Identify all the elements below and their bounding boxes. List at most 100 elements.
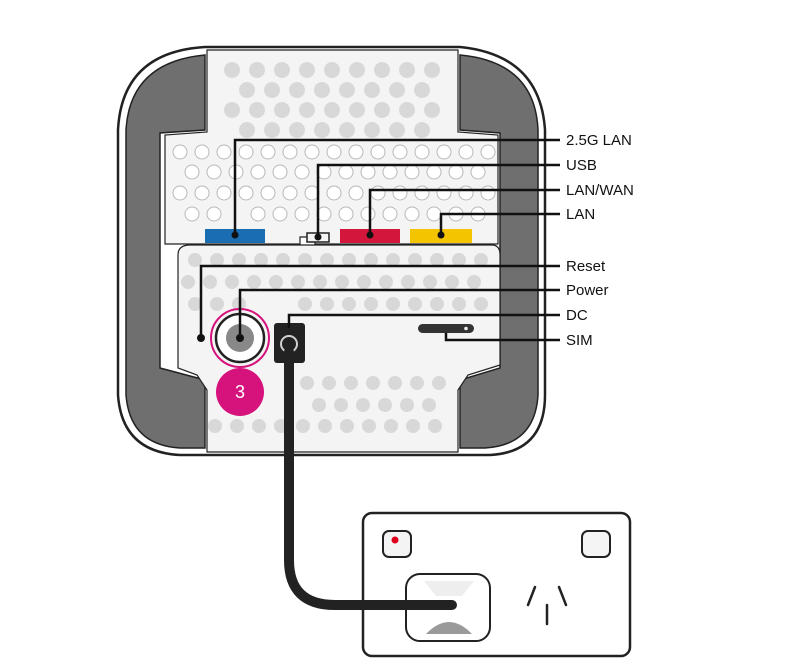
- label-sim: SIM: [566, 332, 593, 349]
- vent-hole: [389, 82, 405, 98]
- vent-hole: [408, 253, 422, 267]
- vent-hole: [188, 253, 202, 267]
- vent-hole: [392, 185, 408, 201]
- vent-hole: [300, 376, 314, 390]
- vent-hole: [312, 398, 326, 412]
- vent-hole: [206, 164, 222, 180]
- vent-hole: [428, 419, 442, 433]
- vent-hole: [414, 144, 430, 160]
- vent-hole: [324, 62, 340, 78]
- vent-hole: [401, 275, 415, 289]
- leader-lines: [199, 138, 560, 342]
- label-reset: Reset: [566, 258, 606, 275]
- vent-hole: [172, 185, 188, 201]
- vent-hole: [326, 185, 342, 201]
- vent-hole: [282, 185, 298, 201]
- vent-hole: [399, 62, 415, 78]
- vent-hole: [436, 185, 452, 201]
- vent-hole: [430, 297, 444, 311]
- vent-hole: [408, 297, 422, 311]
- vent-hole: [335, 275, 349, 289]
- vent-hole: [334, 398, 348, 412]
- vent-hole: [357, 275, 371, 289]
- power-switch-icon[interactable]: [382, 530, 412, 558]
- vent-hole: [470, 164, 486, 180]
- vent-hole: [379, 275, 393, 289]
- label-usb: USB: [566, 157, 597, 174]
- vent-hole: [338, 164, 354, 180]
- power-outlet-icon: [361, 511, 632, 658]
- router-right-grip: [459, 54, 539, 449]
- vent-hole: [370, 185, 386, 201]
- vent-hole: [399, 102, 415, 118]
- power-cable: [284, 347, 457, 610]
- vent-hole: [452, 253, 466, 267]
- vent-hole: [269, 275, 283, 289]
- vent-hole: [252, 419, 266, 433]
- step-number: 3: [235, 382, 245, 402]
- vent-hole: [424, 62, 440, 78]
- vent-hole: [448, 164, 464, 180]
- step-badge: 3: [216, 368, 264, 416]
- label-power: Power: [566, 282, 609, 299]
- vent-hole: [282, 144, 298, 160]
- sim-slot-icon[interactable]: [418, 324, 474, 333]
- vent-hole: [364, 253, 378, 267]
- vent-hole: [238, 185, 254, 201]
- vent-hole: [386, 253, 400, 267]
- vent-hole: [264, 122, 280, 138]
- vent-hole: [458, 144, 474, 160]
- vent-hole: [260, 144, 276, 160]
- vent-hole: [304, 144, 320, 160]
- vent-hole: [339, 82, 355, 98]
- vent-hole: [247, 275, 261, 289]
- vent-hole: [348, 185, 364, 201]
- label-2-5g-lan: 2.5G LAN: [566, 132, 632, 149]
- vent-hole: [184, 164, 200, 180]
- vent-hole: [389, 122, 405, 138]
- vent-hole: [474, 253, 488, 267]
- vent-hole: [188, 297, 202, 311]
- power-switch-icon[interactable]: [581, 530, 611, 558]
- vent-hole: [414, 185, 430, 201]
- vent-hole: [392, 144, 408, 160]
- leader-dots: [231, 231, 445, 241]
- vent-hole: [326, 144, 342, 160]
- vent-hole: [467, 275, 481, 289]
- vent-hole: [299, 102, 315, 118]
- vent-hole: [426, 164, 442, 180]
- vent-hole: [264, 82, 280, 98]
- vent-hole: [294, 164, 310, 180]
- vent-hole: [388, 376, 402, 390]
- vent-hole: [426, 206, 442, 222]
- vent-hole: [320, 253, 334, 267]
- vent-hole: [386, 297, 400, 311]
- vent-hole: [232, 253, 246, 267]
- vent-hole: [414, 82, 430, 98]
- vent-hole: [225, 275, 239, 289]
- plug-bottom-shape: [426, 622, 472, 634]
- vent-hole: [294, 206, 310, 222]
- router-body: [116, 45, 547, 457]
- vent-hole: [291, 275, 305, 289]
- vent-hole: [322, 376, 336, 390]
- vent-hole: [314, 122, 330, 138]
- vent-hole: [366, 376, 380, 390]
- vent-hole: [404, 206, 420, 222]
- vent-hole: [452, 297, 466, 311]
- vent-hole: [184, 206, 200, 222]
- vent-hole: [298, 297, 312, 311]
- vent-hole: [432, 376, 446, 390]
- vent-hole: [338, 206, 354, 222]
- vent-hole: [216, 144, 232, 160]
- vent-hole: [400, 398, 414, 412]
- vent-hole: [382, 164, 398, 180]
- vent-hole: [349, 62, 365, 78]
- socket-pins-icon: [526, 585, 568, 626]
- label-lan: LAN: [566, 206, 595, 223]
- vent-hole: [349, 102, 365, 118]
- vent-hole: [274, 102, 290, 118]
- vent-hole: [356, 398, 370, 412]
- vent-hole: [364, 122, 380, 138]
- vent-hole: [404, 164, 420, 180]
